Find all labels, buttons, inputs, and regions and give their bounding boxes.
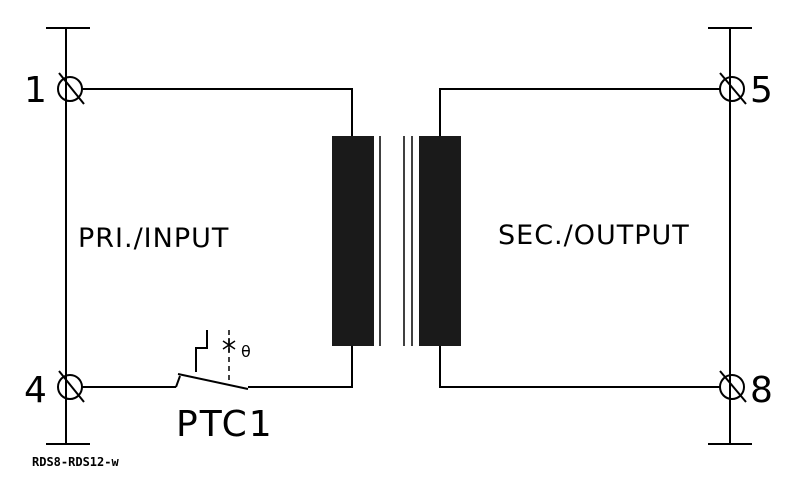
terminal-4-label: 4 [24, 370, 47, 411]
primary-input-label: PRI./INPUT [78, 223, 229, 254]
terminal-1-symbol [57, 72, 85, 105]
terminal-5-symbol [719, 72, 747, 105]
secondary-top-wire [439, 88, 720, 137]
terminal-5-label: 5 [750, 70, 773, 111]
secondary-winding [419, 136, 461, 346]
ptc-switch-symbol [175, 330, 249, 390]
ptc-label: PTC1 [176, 404, 274, 445]
primary-winding [332, 136, 374, 346]
terminal-8-symbol [719, 370, 747, 403]
terminal-8-label: 8 [750, 370, 773, 411]
secondary-bottom-wire [439, 345, 720, 388]
ptc-asterisk-icon [222, 338, 236, 352]
secondary-output-label: SEC./OUTPUT [498, 220, 690, 251]
ptc-theta-symbol: θ [241, 342, 251, 361]
terminal-1-label: 1 [24, 70, 47, 111]
drawing-reference: RDS8-RDS12-w [32, 455, 119, 469]
terminal-4-symbol [57, 370, 85, 403]
primary-bottom-wire-right [248, 345, 353, 388]
primary-top-wire [82, 88, 353, 137]
